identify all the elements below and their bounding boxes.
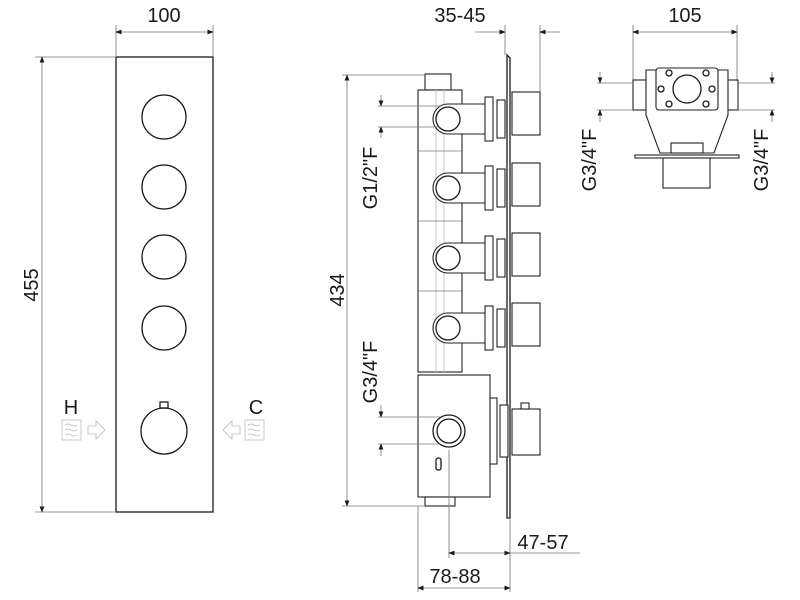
- outlet-thread-label: G1/2"F: [360, 147, 382, 210]
- cold-label: C: [249, 397, 263, 419]
- control-knob: [141, 234, 187, 280]
- front-view: 100 455 H C: [21, 5, 265, 513]
- thermostatic-cartridge: [417, 374, 541, 507]
- front-height-label: 455: [21, 268, 43, 301]
- side-height-label: 434: [327, 273, 349, 306]
- inlet-thread-label: G3/4"F: [360, 341, 382, 404]
- top-view: 105 G3/4"F G3/4"F: [579, 5, 775, 191]
- arrow-right-icon: [87, 420, 106, 440]
- top-right-thread-label: G3/4"F: [751, 129, 773, 192]
- control-knob: [141, 164, 187, 210]
- side-view: 35-45 434 G1/2"F G3/4"F 47-57 78-88: [327, 5, 580, 592]
- control-knob: [141, 305, 187, 351]
- arrow-left-icon: [222, 420, 241, 440]
- knob-indicator: [159, 401, 169, 409]
- depth-min-label: 47-57: [517, 532, 568, 554]
- top-left-thread-label: G3/4"F: [579, 129, 601, 192]
- thermostatic-knob: [140, 407, 188, 455]
- front-width-label: 100: [147, 5, 180, 27]
- top-width-label: 105: [668, 5, 701, 27]
- control-knob: [141, 94, 187, 140]
- cold-water-icon: [244, 419, 265, 441]
- side-depth-label: 35-45: [434, 5, 485, 27]
- front-plate: [115, 56, 214, 513]
- hot-water-icon: [61, 419, 82, 441]
- hot-label: H: [64, 397, 78, 419]
- depth-total-label: 78-88: [429, 566, 480, 588]
- valve-outlets: [432, 91, 541, 351]
